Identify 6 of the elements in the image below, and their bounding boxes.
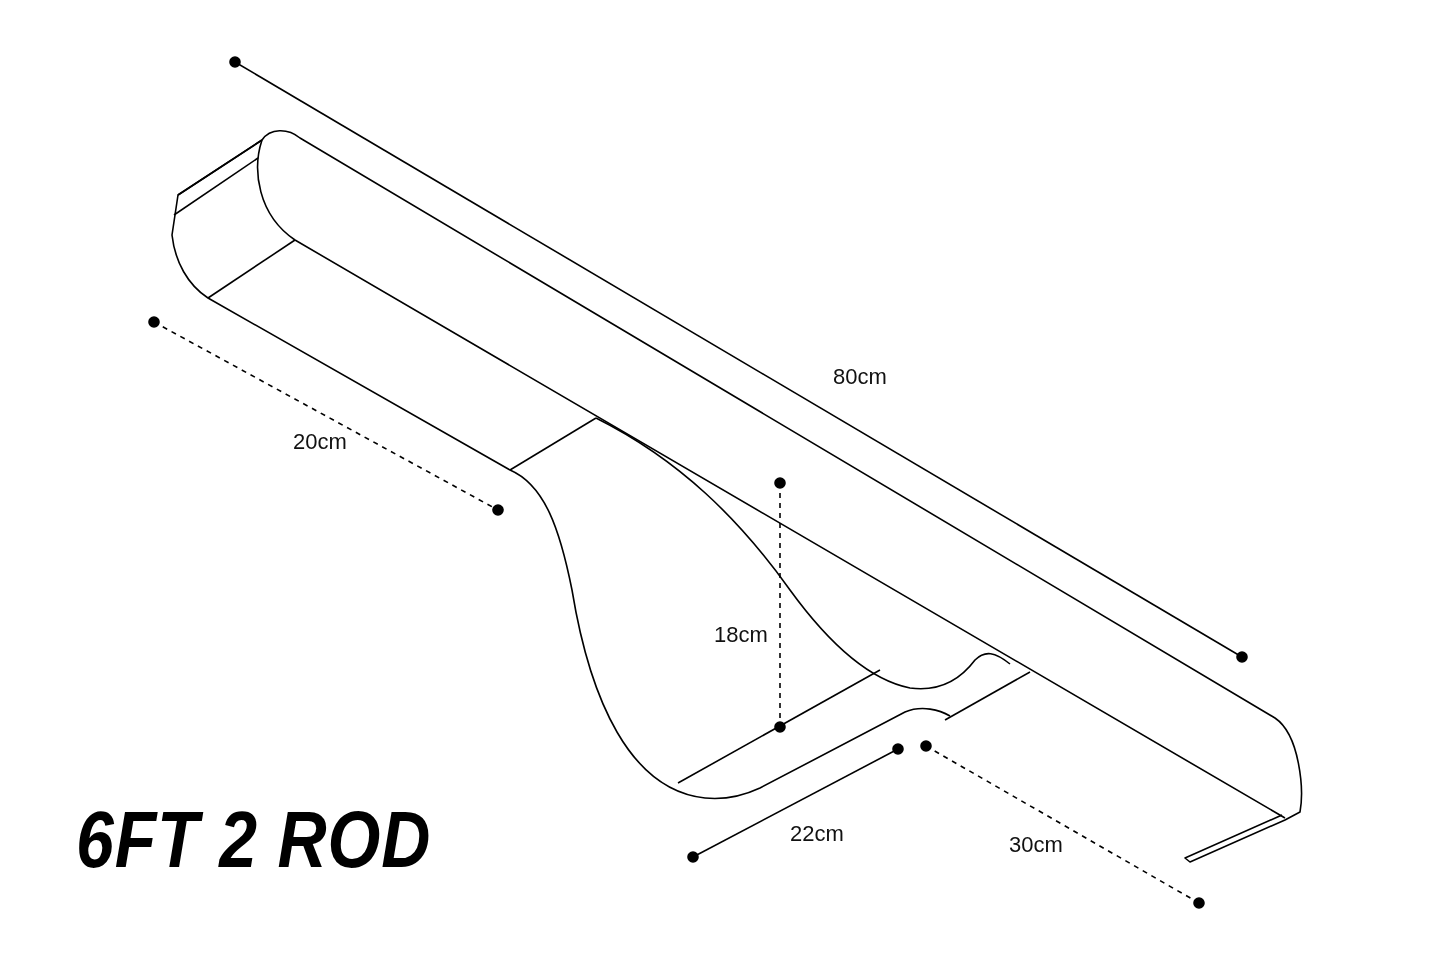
dimension-label: 20cm xyxy=(293,431,347,453)
dimension-label: 80cm xyxy=(833,366,887,388)
dimension-label: 18cm xyxy=(714,624,768,646)
dimension-label: 30cm xyxy=(1009,834,1063,856)
dimension-label: 22cm xyxy=(790,823,844,845)
title: 6FT 2 ROD xyxy=(76,800,432,880)
